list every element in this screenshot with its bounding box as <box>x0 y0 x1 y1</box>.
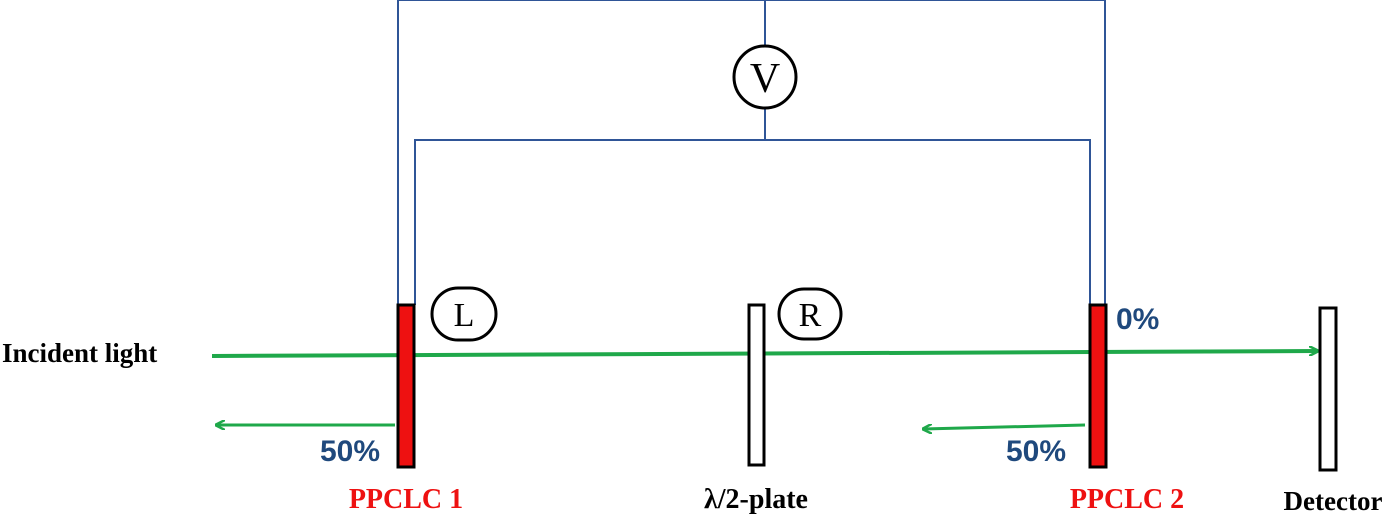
half-wave-plate-label: λ/2-plate <box>704 484 808 515</box>
reflect2-percent: 50% <box>1006 435 1066 468</box>
detector-element <box>1318 306 1338 472</box>
left-handed-bubble <box>430 286 498 342</box>
voltage-symbol: V <box>750 56 780 102</box>
voltage-source: V <box>732 44 798 110</box>
transmit-percent: 0% <box>1116 303 1159 336</box>
ppclc2-label: PPCLC 2 <box>1070 484 1184 515</box>
left-handed-badge: L <box>430 286 498 342</box>
ppclc2-element <box>1088 303 1108 469</box>
reflect1-percent: 50% <box>320 435 380 468</box>
right-handed-badge: R <box>777 287 843 341</box>
inner-wire <box>414 139 1091 305</box>
detector-label: Detector <box>1284 486 1383 516</box>
ppclc1-element <box>396 303 416 469</box>
voltage-icon <box>732 44 798 110</box>
incident-light-label: Incident light <box>2 338 157 368</box>
left-handed-label: L <box>454 297 475 334</box>
right-handed-label: R <box>799 297 822 334</box>
outer-wire <box>397 0 1106 305</box>
half-wave-plate-element <box>747 303 766 467</box>
ppclc1-label: PPCLC 1 <box>349 484 463 515</box>
reflected-beam-2 <box>923 423 1086 429</box>
voltage-circuit <box>397 0 1106 305</box>
right-handed-bubble <box>777 287 843 341</box>
